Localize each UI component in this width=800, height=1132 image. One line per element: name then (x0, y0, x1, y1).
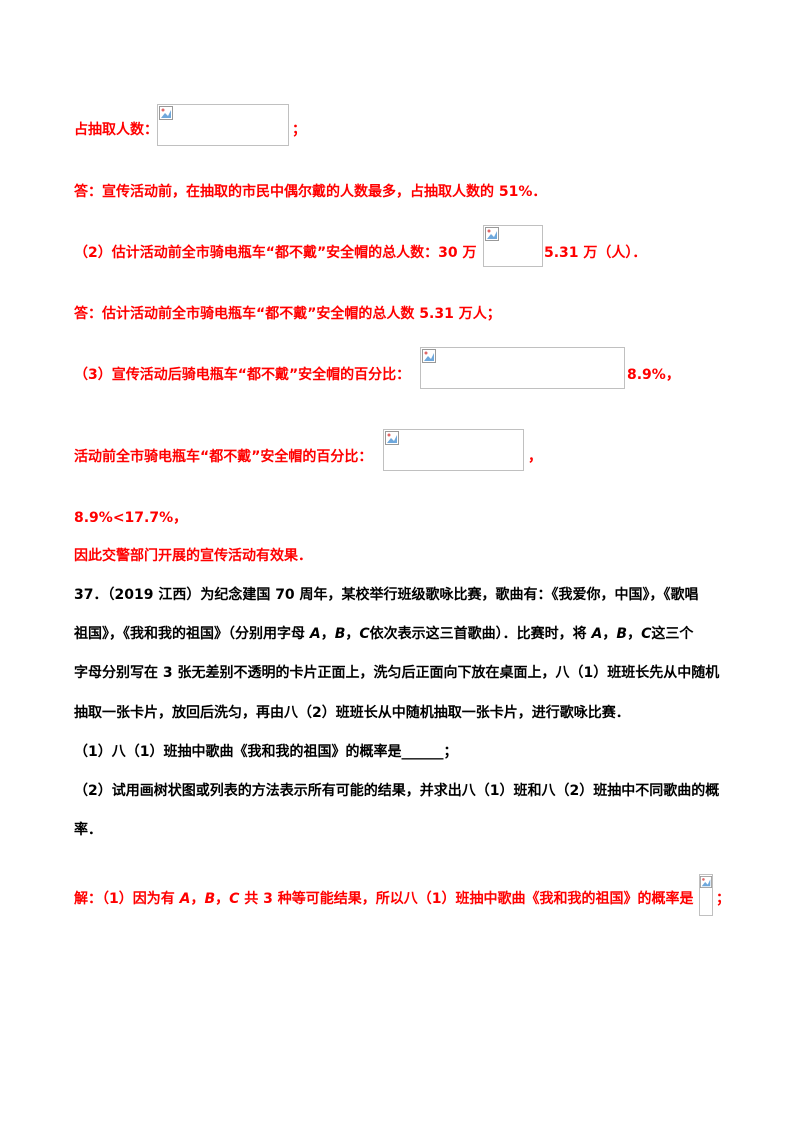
estimate-total-label: （2）估计活动前全市骑电瓶车“都不戴”安全帽的总人数：30 万 (74, 245, 477, 261)
letter-a-2: A (591, 626, 603, 642)
q2-sep-4: ， (627, 626, 642, 642)
letter-a: A (309, 626, 321, 642)
before-campaign-percent-label: 活动前全市骑电瓶车“都不戴”安全帽的百分比： (74, 449, 373, 465)
question-37-part-2-cont: 率． (74, 822, 102, 838)
after-campaign-percent-result: 8.9%， (627, 367, 680, 383)
letter-c-s: C (229, 891, 240, 907)
estimate-total-result: 5.31 万（人）． (544, 245, 647, 261)
s1-part-a: 解：（1）因为有 (74, 891, 180, 907)
after-campaign-percent-label: （3）宣传活动后骑电瓶车“都不戴”安全帽的百分比： (74, 367, 411, 383)
broken-image-icon (700, 876, 712, 888)
letter-b-2: B (616, 626, 628, 642)
formula-image-placeholder-2 (483, 225, 543, 267)
broken-image-icon (422, 349, 436, 363)
question-37-part-2: （2）试用画树状图或列表的方法表示所有可能的结果，并求出八（1）班和八（2）班抽… (74, 783, 720, 799)
formula-image-placeholder-5 (699, 874, 713, 916)
q2-part-c: 这三个 (651, 626, 694, 642)
share-label-text: 占抽取人数： (74, 122, 158, 138)
q2-sep-1: ， (320, 626, 335, 642)
q2-part-b: 依次表示这三首歌曲）．比赛时，将 (369, 626, 592, 642)
question-37-line-4: 抽取一张卡片，放回后洗匀，再由八（2）班班长从中随机抽取一张卡片，进行歌咏比赛． (74, 705, 630, 721)
answer-estimate-total: 答：估计活动前全市骑电瓶车“都不戴”安全帽的总人数 5.31 万人； (74, 306, 501, 322)
question-37-line-2: 祖国》，《我和我的祖国》（分别用字母 A，B，C依次表示这三首歌曲）．比赛时，将… (74, 623, 693, 643)
letter-b: B (334, 626, 346, 642)
q2-sep-3: ， (602, 626, 617, 642)
question-37-line-3: 字母分别写在 3 张无差别不透明的卡片正面上，洗匀后正面向下放在桌面上，八（1）… (74, 665, 720, 681)
broken-image-icon (385, 431, 399, 445)
question-37-part-1: （1）八（1）班抽中歌曲《我和我的祖国》的概率是______； (74, 744, 458, 760)
answer-before-campaign: 答：宣传活动前，在抽取的市民中偶尔戴的人数最多，占抽取人数的 51%． (74, 184, 547, 200)
s1-sep-2: ， (215, 891, 230, 907)
answer-line-share-label: 占抽取人数： (74, 119, 158, 139)
formula-image-placeholder-4 (383, 429, 524, 471)
letter-a-s: A (179, 891, 191, 907)
letter-c: C (359, 626, 370, 642)
conclusion-line: 因此交警部门开展的宣传活动有效果． (74, 548, 312, 564)
q2-sep-2: ， (345, 626, 360, 642)
q2-part-a: 祖国》，《我和我的祖国》（分别用字母 (74, 626, 310, 642)
solution-line-1: 解：（1）因为有 A，B，C 共 3 种等可能结果，所以八（1）班抽中歌曲《我和… (74, 888, 694, 908)
broken-image-icon (485, 227, 499, 241)
s1-part-b: 共 3 种等可能结果，所以八（1）班抽中歌曲《我和我的祖国》的概率是 (239, 891, 694, 907)
comparison-line: 8.9%<17.7%， (74, 510, 188, 526)
l1-tail: ； (292, 122, 306, 138)
l6-tail: ， (528, 449, 542, 465)
broken-image-icon (159, 106, 173, 120)
formula-image-placeholder-3 (420, 347, 625, 389)
question-37-line-1: 37．（2019 江西）为纪念建国 70 周年，某校举行班级歌咏比赛，歌曲有：《… (74, 587, 699, 603)
letter-b-s: B (204, 891, 216, 907)
s1-sep-1: ， (190, 891, 205, 907)
formula-image-placeholder-1 (157, 104, 289, 146)
letter-c-2: C (641, 626, 652, 642)
s1-tail: ； (716, 891, 730, 907)
